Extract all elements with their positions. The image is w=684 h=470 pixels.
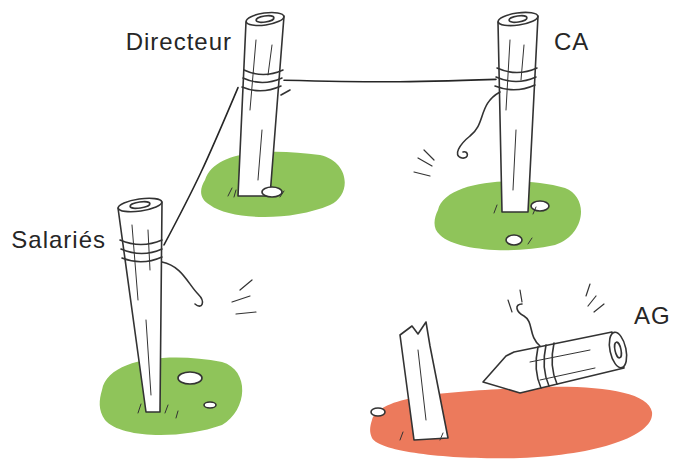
rock (506, 235, 522, 245)
grass-blades (138, 404, 178, 418)
post-node: Salariés (118, 200, 164, 414)
wooden-post (118, 202, 162, 412)
rock (531, 201, 549, 211)
rope-wrap (495, 68, 537, 90)
rope-wrap (242, 70, 283, 91)
rock (178, 372, 202, 384)
post-top (245, 10, 284, 27)
motion-lines (414, 150, 434, 176)
wood-grain (132, 225, 151, 395)
loose-string (162, 262, 202, 306)
motion-lines (508, 284, 604, 312)
rock (204, 402, 216, 408)
wood-ring (130, 201, 151, 210)
rock (371, 408, 385, 416)
post-node: AG (396, 322, 628, 440)
grass-patch (100, 358, 243, 435)
grass-blades (400, 432, 443, 440)
post-label: CA (554, 30, 589, 54)
motion-lines (232, 280, 256, 314)
fallen-post (483, 332, 624, 393)
post-top (606, 331, 629, 370)
loose-string (457, 92, 500, 158)
wooden-post (238, 16, 284, 196)
wood-ring (509, 15, 528, 23)
post-label: Salariés (11, 228, 106, 252)
wood-ring (613, 342, 622, 359)
rope-wrap (120, 240, 162, 262)
twig (281, 90, 290, 95)
rope-connector (284, 79, 496, 81)
post-node: CA (496, 14, 540, 212)
wood-grain (530, 350, 595, 380)
post-top (497, 10, 538, 27)
wood-grain (250, 40, 272, 180)
wood-grain (506, 40, 524, 190)
grass-blades (228, 188, 284, 197)
wooden-post (498, 16, 538, 212)
rope-wrap (536, 343, 557, 388)
wood-grain (418, 350, 426, 420)
post-node: Directeur (238, 14, 284, 198)
post-label: Directeur (126, 30, 232, 54)
post-top (117, 196, 162, 214)
rock (262, 187, 282, 197)
grass-blades (494, 205, 536, 244)
post-label: AG (634, 304, 671, 328)
sketch-group (100, 10, 652, 458)
loose-string (517, 304, 540, 346)
rope-connector (164, 88, 238, 245)
wood-ring (256, 15, 275, 23)
broken-stump (400, 322, 448, 440)
